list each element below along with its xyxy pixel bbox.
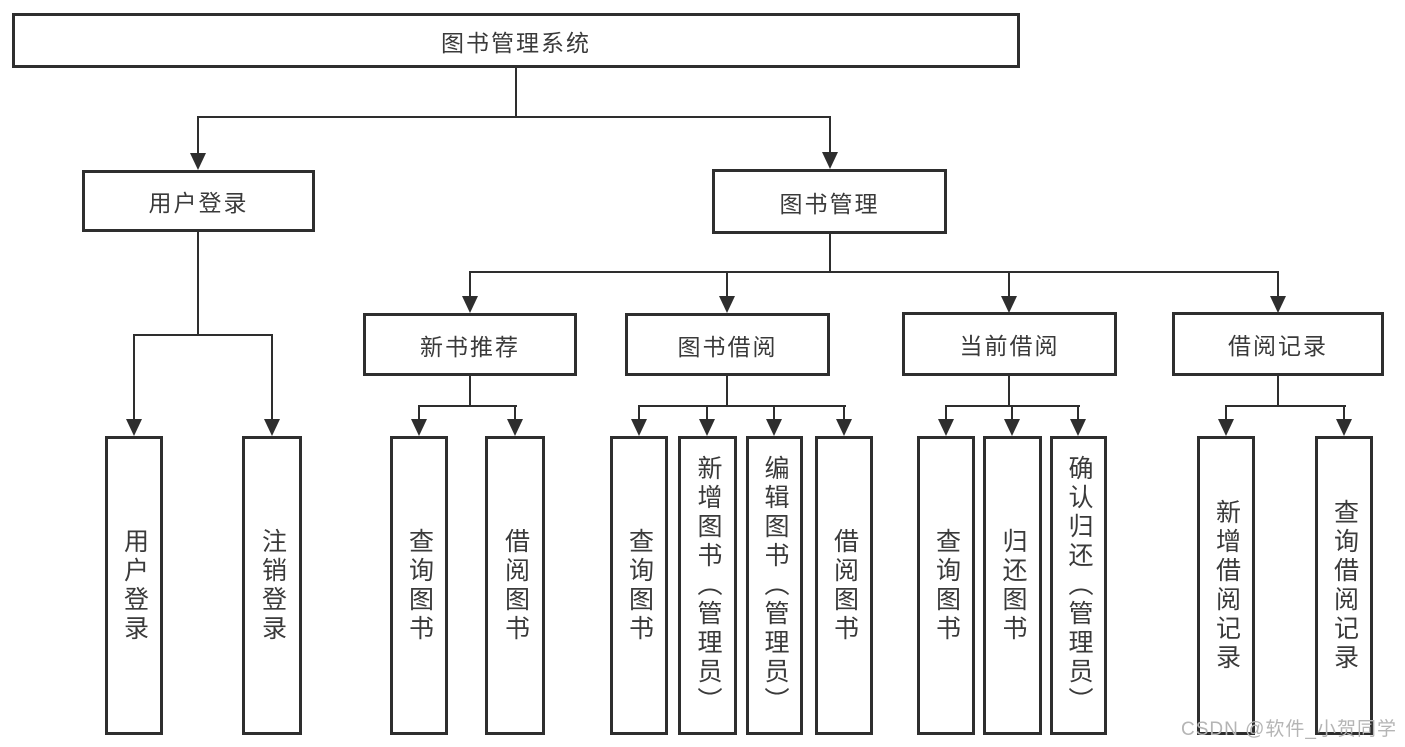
node-current-borrow: 当前借阅 (902, 312, 1117, 376)
arrowhead-down-icon (462, 296, 478, 313)
node-label: 借阅图书 (501, 527, 530, 644)
leaf-query-books-3: 查询图书 (917, 436, 975, 735)
connector-line (133, 334, 273, 336)
node-label: 查询借阅记录 (1330, 498, 1359, 673)
arrowhead-down-icon (766, 419, 782, 436)
connector-line (1277, 375, 1279, 407)
connector-line (469, 271, 471, 299)
connector-line (829, 116, 831, 153)
connector-line (469, 376, 471, 407)
leaf-query-borrow-record: 查询借阅记录 (1315, 436, 1373, 735)
node-label: 新增借阅记录 (1212, 498, 1241, 673)
node-label: 新书推荐 (420, 333, 520, 360)
node-borrow-records: 借阅记录 (1172, 312, 1384, 376)
connector-line (843, 405, 845, 421)
connector-line (1008, 375, 1010, 407)
arrowhead-down-icon (190, 153, 206, 170)
node-label: 新增图书（管理员） (694, 455, 722, 716)
node-label: 图书借阅 (677, 333, 778, 360)
arrowhead-down-icon (1218, 419, 1234, 436)
arrowhead-down-icon (411, 419, 427, 436)
leaf-borrow-books-1: 借阅图书 (485, 436, 545, 735)
arrowhead-down-icon (1336, 419, 1352, 436)
arrowhead-down-icon (719, 296, 735, 313)
node-user-login: 用户登录 (82, 170, 315, 232)
node-book-management: 图书管理 (712, 169, 947, 234)
connector-line (514, 405, 516, 421)
node-label: 查询图书 (625, 527, 654, 644)
connector-line (1008, 271, 1010, 299)
arrowhead-down-icon (699, 419, 715, 436)
connector-line (1225, 405, 1227, 421)
connector-line (726, 271, 728, 299)
node-book-borrow: 图书借阅 (625, 313, 830, 376)
connector-line (773, 405, 775, 421)
leaf-borrow-books-2: 借阅图书 (815, 436, 873, 735)
arrowhead-down-icon (938, 419, 954, 436)
connector-line (638, 405, 846, 407)
connector-line (197, 116, 831, 118)
leaf-add-book-admin: 新增图书（管理员） (678, 436, 737, 735)
connector-line (945, 405, 947, 421)
connector-line (133, 334, 135, 422)
connector-line (515, 67, 517, 117)
connector-line (1277, 271, 1279, 299)
connector-line (1077, 405, 1079, 421)
node-label: 用户登录 (120, 527, 149, 644)
connector-line (706, 405, 708, 421)
node-label: 归还图书 (999, 527, 1027, 644)
node-label: 确认归还（管理员） (1065, 455, 1093, 716)
node-label: 图书管理系统 (441, 29, 591, 56)
arrowhead-down-icon (264, 419, 280, 436)
leaf-user-login: 用户登录 (105, 436, 163, 735)
connector-line (726, 376, 728, 407)
leaf-add-borrow-record: 新增借阅记录 (1197, 436, 1255, 735)
connector-line (638, 405, 640, 421)
arrowhead-down-icon (1270, 296, 1286, 313)
connector-line (829, 234, 831, 273)
connector-line (197, 232, 199, 336)
node-root-system: 图书管理系统 (12, 13, 1020, 68)
connector-line (1011, 405, 1013, 421)
node-label: 借阅记录 (1228, 333, 1328, 359)
arrowhead-down-icon (836, 419, 852, 436)
node-label: 借阅图书 (830, 527, 859, 644)
arrowhead-down-icon (631, 419, 647, 436)
connector-line (469, 271, 1279, 273)
arrowhead-down-icon (507, 419, 523, 436)
arrowhead-down-icon (822, 152, 838, 169)
leaf-return-book: 归还图书 (983, 436, 1042, 735)
connector-line (1343, 405, 1345, 421)
arrowhead-down-icon (1004, 419, 1020, 436)
watermark: CSDN @软件_小贺同学 (1181, 719, 1397, 740)
node-label: 用户登录 (148, 190, 249, 216)
leaf-edit-book-admin: 编辑图书（管理员） (746, 436, 803, 735)
leaf-query-books-2: 查询图书 (610, 436, 668, 735)
node-new-book-recommend: 新书推荐 (363, 313, 577, 376)
node-label: 查询图书 (932, 527, 961, 644)
arrowhead-down-icon (1070, 419, 1086, 436)
connector-line (271, 334, 273, 422)
node-label: 查询图书 (405, 527, 434, 644)
leaf-query-books-1: 查询图书 (390, 436, 448, 735)
node-label: 当前借阅 (959, 333, 1060, 359)
leaf-confirm-return-admin: 确认归还（管理员） (1050, 436, 1107, 735)
node-label: 编辑图书（管理员） (761, 455, 789, 716)
node-label: 图书管理 (779, 190, 880, 217)
connector-line (418, 405, 420, 421)
arrowhead-down-icon (126, 419, 142, 436)
arrowhead-down-icon (1001, 296, 1017, 313)
leaf-logout-login: 注销登录 (242, 436, 302, 735)
connector-line (1225, 405, 1346, 407)
connector-line (418, 405, 517, 407)
connector-line (197, 116, 199, 154)
node-label: 注销登录 (258, 527, 287, 644)
